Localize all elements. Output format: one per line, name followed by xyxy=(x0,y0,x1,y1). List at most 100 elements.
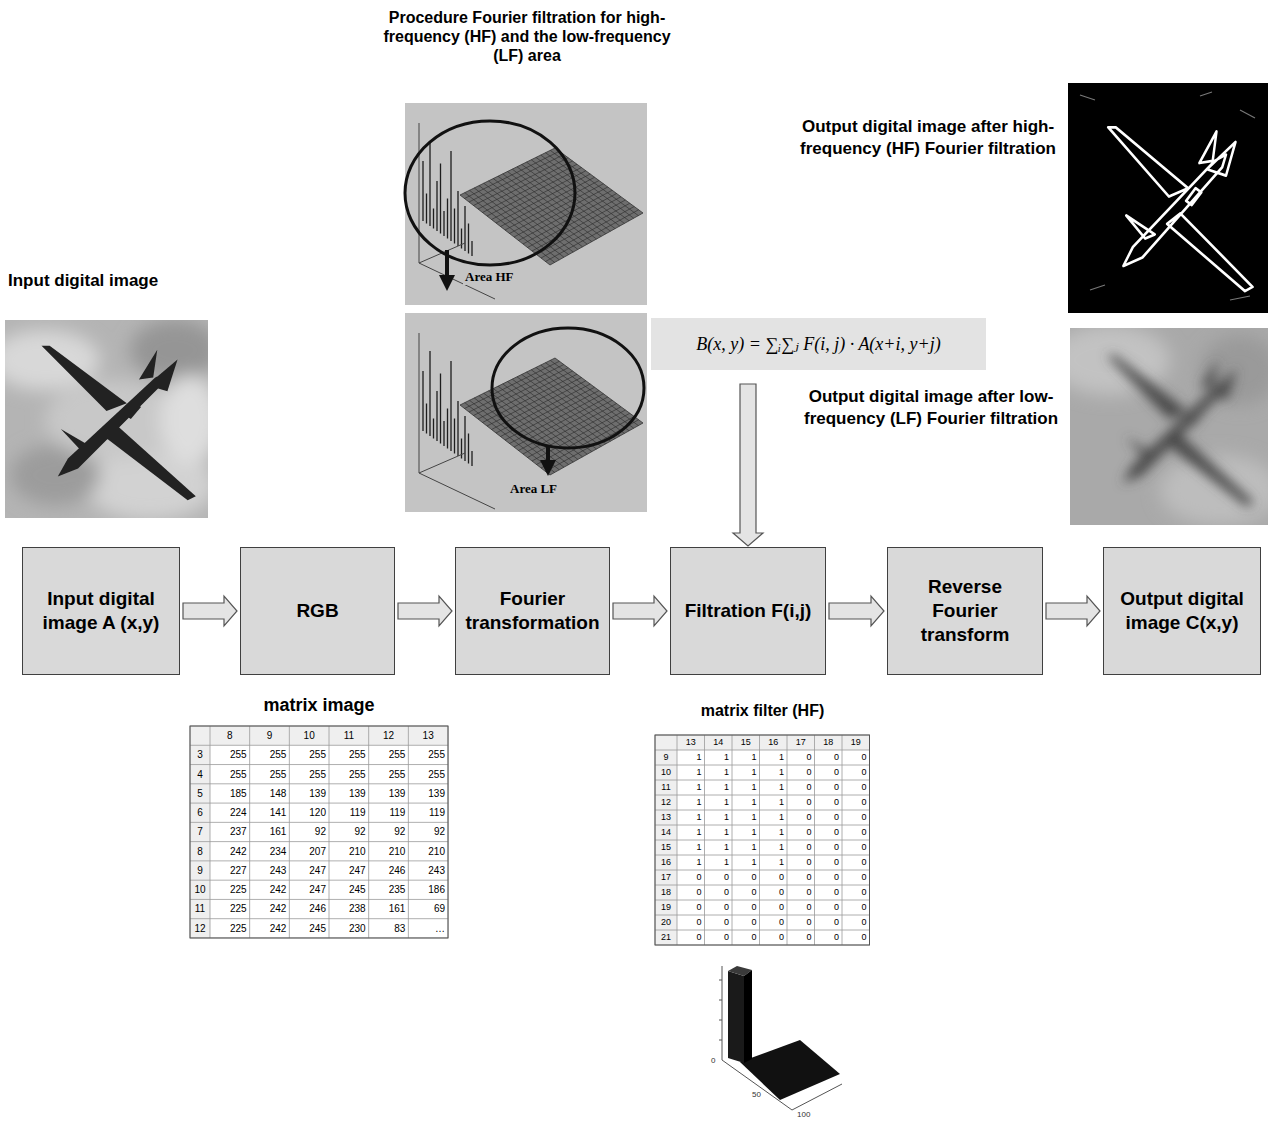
table-cell: 0 xyxy=(787,885,815,900)
table-cell: 1 xyxy=(732,780,760,795)
table-cell: 139 xyxy=(289,784,329,803)
table-header-cell: 7 xyxy=(190,822,210,841)
input-photo xyxy=(5,320,208,518)
image-caption: Output digital image after low-frequency… xyxy=(798,386,1064,430)
table-cell: 119 xyxy=(329,803,369,822)
table-cell: 1 xyxy=(677,840,705,855)
table-cell: 1 xyxy=(760,780,788,795)
table-cell: 1 xyxy=(760,810,788,825)
table-cell: 0 xyxy=(760,915,788,930)
table-cell: 234 xyxy=(250,842,290,861)
spectrum-spikes xyxy=(423,141,472,256)
process-box: Input digital image A (x,y) xyxy=(22,547,180,675)
table-cell: 0 xyxy=(815,795,843,810)
table-cell: 1 xyxy=(760,765,788,780)
table-header-cell: 11 xyxy=(190,899,210,918)
table-cell: 210 xyxy=(408,842,448,861)
table-cell: 0 xyxy=(815,915,843,930)
table-cell: 255 xyxy=(329,745,369,764)
surface-patch xyxy=(460,148,643,265)
hf-output-photo xyxy=(1068,83,1268,313)
table-cell: 0 xyxy=(842,795,870,810)
table-cell: 0 xyxy=(705,915,733,930)
lf-output-photo xyxy=(1070,328,1268,525)
block-arrow xyxy=(733,384,763,546)
table-cell: 0 xyxy=(815,855,843,870)
table-caption: matrix filter (HF) xyxy=(650,702,875,720)
table-cell: 0 xyxy=(842,870,870,885)
box-text: Fourier transformation xyxy=(462,587,603,635)
table-cell: 0 xyxy=(815,810,843,825)
table-cell: 148 xyxy=(250,784,290,803)
area-label: Area LF xyxy=(508,481,559,497)
table-cell: 0 xyxy=(787,900,815,915)
table-cell: 0 xyxy=(815,765,843,780)
table-cell: 255 xyxy=(210,765,250,784)
table-cell: 0 xyxy=(705,900,733,915)
pointer-arrow xyxy=(439,275,455,291)
table-header-cell: 19 xyxy=(655,900,677,915)
table-cell: 0 xyxy=(677,915,705,930)
table-grid xyxy=(190,726,448,938)
table-cell: 120 xyxy=(289,803,329,822)
table-cell: 1 xyxy=(732,825,760,840)
table-cell: 0 xyxy=(842,855,870,870)
table-cell: 139 xyxy=(329,784,369,803)
spectrum-surface xyxy=(419,123,643,299)
table-cell: 139 xyxy=(408,784,448,803)
table-header-cell: 18 xyxy=(815,735,843,750)
table-cell: 1 xyxy=(760,795,788,810)
lf-area-ring xyxy=(492,328,644,448)
table-header-cell: 12 xyxy=(190,919,210,938)
table-cell: 1 xyxy=(677,855,705,870)
process-box: Fourier transformation xyxy=(455,547,610,675)
table-cell: 1 xyxy=(705,765,733,780)
table-cell: 0 xyxy=(677,900,705,915)
table-cell: 242 xyxy=(210,842,250,861)
table-cell: 92 xyxy=(369,822,409,841)
table-cell: 237 xyxy=(210,822,250,841)
table-cell: 0 xyxy=(732,930,760,945)
table-cell: 0 xyxy=(787,930,815,945)
table-cell: 242 xyxy=(250,919,290,938)
table-cell: 1 xyxy=(705,750,733,765)
table-cell: 255 xyxy=(408,765,448,784)
axis-tick: 50 xyxy=(752,1090,761,1099)
area-label: Area HF xyxy=(463,269,516,285)
table-cell: 1 xyxy=(760,855,788,870)
table-cell: 0 xyxy=(842,930,870,945)
table-cell: 207 xyxy=(289,842,329,861)
process-box: Reverse Fourier transform xyxy=(887,547,1043,675)
table-header-cell: 8 xyxy=(190,842,210,861)
table-cell: 1 xyxy=(705,825,733,840)
table-cell: 224 xyxy=(210,803,250,822)
table-cell: 0 xyxy=(787,765,815,780)
table-header-cell: 8 xyxy=(210,726,250,745)
table-cell: 1 xyxy=(732,840,760,855)
process-box: Output digital image C(x,y) xyxy=(1103,547,1261,675)
axis-tick: 0 xyxy=(711,1056,715,1065)
table-cell: 161 xyxy=(369,899,409,918)
table-cell: 0 xyxy=(677,870,705,885)
table-cell: 0 xyxy=(815,870,843,885)
header-fill xyxy=(190,726,448,745)
hf-area-ring xyxy=(405,121,575,265)
table-cell: 0 xyxy=(787,795,815,810)
table-header-cell: 9 xyxy=(655,750,677,765)
table-cell: 0 xyxy=(787,840,815,855)
table-cell: 245 xyxy=(289,919,329,938)
table-header-cell: 10 xyxy=(655,765,677,780)
table-cell: 0 xyxy=(842,915,870,930)
table-cell: 235 xyxy=(369,880,409,899)
box-text: B(x, y) = ∑ᵢ∑ⱼ F(i, j) · A(x+i, y+j) xyxy=(657,333,980,355)
formula-box: B(x, y) = ∑ᵢ∑ⱼ F(i, j) · A(x+i, y+j) xyxy=(651,318,986,370)
table-cell: 210 xyxy=(329,842,369,861)
surface-patch xyxy=(460,358,643,475)
grid-lines xyxy=(655,735,870,945)
table-header-cell: 13 xyxy=(655,810,677,825)
table-cell: 227 xyxy=(210,861,250,880)
table-cell: 255 xyxy=(210,745,250,764)
table-header-cell: 15 xyxy=(655,840,677,855)
table-cell: 0 xyxy=(705,930,733,945)
